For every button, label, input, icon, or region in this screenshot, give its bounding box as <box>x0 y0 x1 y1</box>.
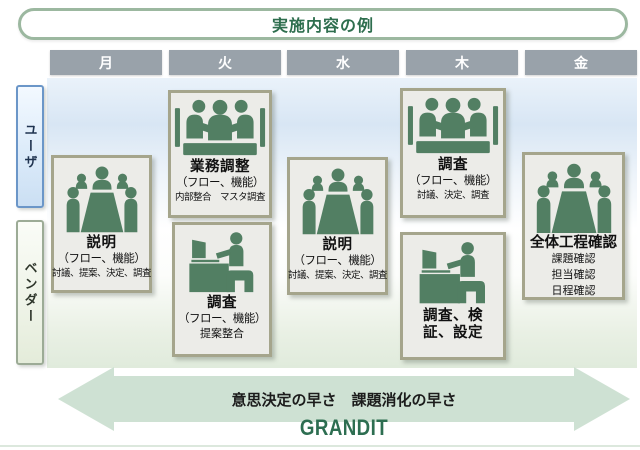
card-title: 説明 <box>322 237 353 253</box>
card-title: 調査、検証、設定 <box>423 308 483 342</box>
card-wednesday-explanation: 説明 （フロー、機能） 討議、提案、決定、調査 <box>287 157 388 295</box>
meeting-table-icon <box>302 168 373 235</box>
card-subtitle: （フロー、機能） <box>178 313 266 326</box>
day-header-friday: 金 <box>525 50 637 75</box>
row-label-user: ユーザ <box>16 85 44 208</box>
title-banner: 実施内容の例 <box>18 8 628 40</box>
card-title: 調査 <box>207 295 237 311</box>
arrow-label: 意思決定の早さ 課題消化の早さ <box>231 391 457 409</box>
card-detail: 内部整合 マスタ調査 <box>174 192 266 204</box>
card-title: 説明 <box>86 235 117 251</box>
desk-work-icon <box>419 242 485 304</box>
brand-logo: GRANDIT <box>299 415 389 440</box>
double-arrow-icon <box>58 367 630 431</box>
card-thursday-user-survey: 調査 （フロー、機能） 討議、決定、調査 <box>400 88 506 218</box>
card-subtitle: （フロー、機能） <box>176 177 264 190</box>
card-detail: 討議、提案、決定、調査 <box>52 268 152 280</box>
day-header-thursday: 木 <box>406 50 518 75</box>
card-detail: 提案整合 <box>200 328 244 341</box>
negotiation-icon <box>407 97 499 154</box>
card-detail: 討議、提案、決定、調査 <box>288 270 388 282</box>
day-header-monday: 月 <box>50 50 162 75</box>
card-thursday-vendor-setup: 調査、検証、設定 <box>400 232 506 360</box>
speed-arrow: 意思決定の早さ 課題消化の早さ <box>55 365 633 433</box>
card-detail: 討議、決定、調査 <box>416 190 490 202</box>
negotiation-icon <box>174 99 266 156</box>
card-tuesday-vendor-research: 調査 （フロー、機能） 提案整合 <box>172 222 272 357</box>
card-title: 全体工程確認 <box>530 235 617 251</box>
card-subtitle: （フロー、機能） <box>409 175 497 188</box>
card-subtitle: （フロー、機能） <box>57 253 146 266</box>
day-header-tuesday: 火 <box>169 50 281 75</box>
card-tuesday-user-coordination: 業務調整 （フロー、機能） 内部整合 マスタ調査 <box>168 90 272 218</box>
day-header-wednesday: 水 <box>287 50 399 75</box>
card-detail: 課題確認 <box>551 253 596 266</box>
card-subtitle: （フロー、機能） <box>293 255 382 268</box>
card-monday-explanation: 説明 （フロー、機能） 討議、提案、決定、調査 <box>51 155 152 293</box>
card-title: 調査 <box>438 157 468 173</box>
card-title: 業務調整 <box>190 159 250 175</box>
row-label-vendor-text: ベンダー <box>22 260 38 325</box>
meeting-table-icon <box>536 163 611 233</box>
meeting-table-icon <box>66 166 137 233</box>
row-label-vendor: ベンダー <box>16 220 44 365</box>
card-friday-overall-confirmation: 全体工程確認 課題確認 担当確認 日程確認 <box>522 152 625 300</box>
desk-work-icon <box>189 232 254 293</box>
card-detail: 日程確認 <box>551 285 596 298</box>
page-title: 実施内容の例 <box>271 18 374 35</box>
row-label-user-text: ユーザ <box>22 122 38 171</box>
bottom-divider <box>0 445 640 447</box>
card-detail: 担当確認 <box>551 269 596 282</box>
